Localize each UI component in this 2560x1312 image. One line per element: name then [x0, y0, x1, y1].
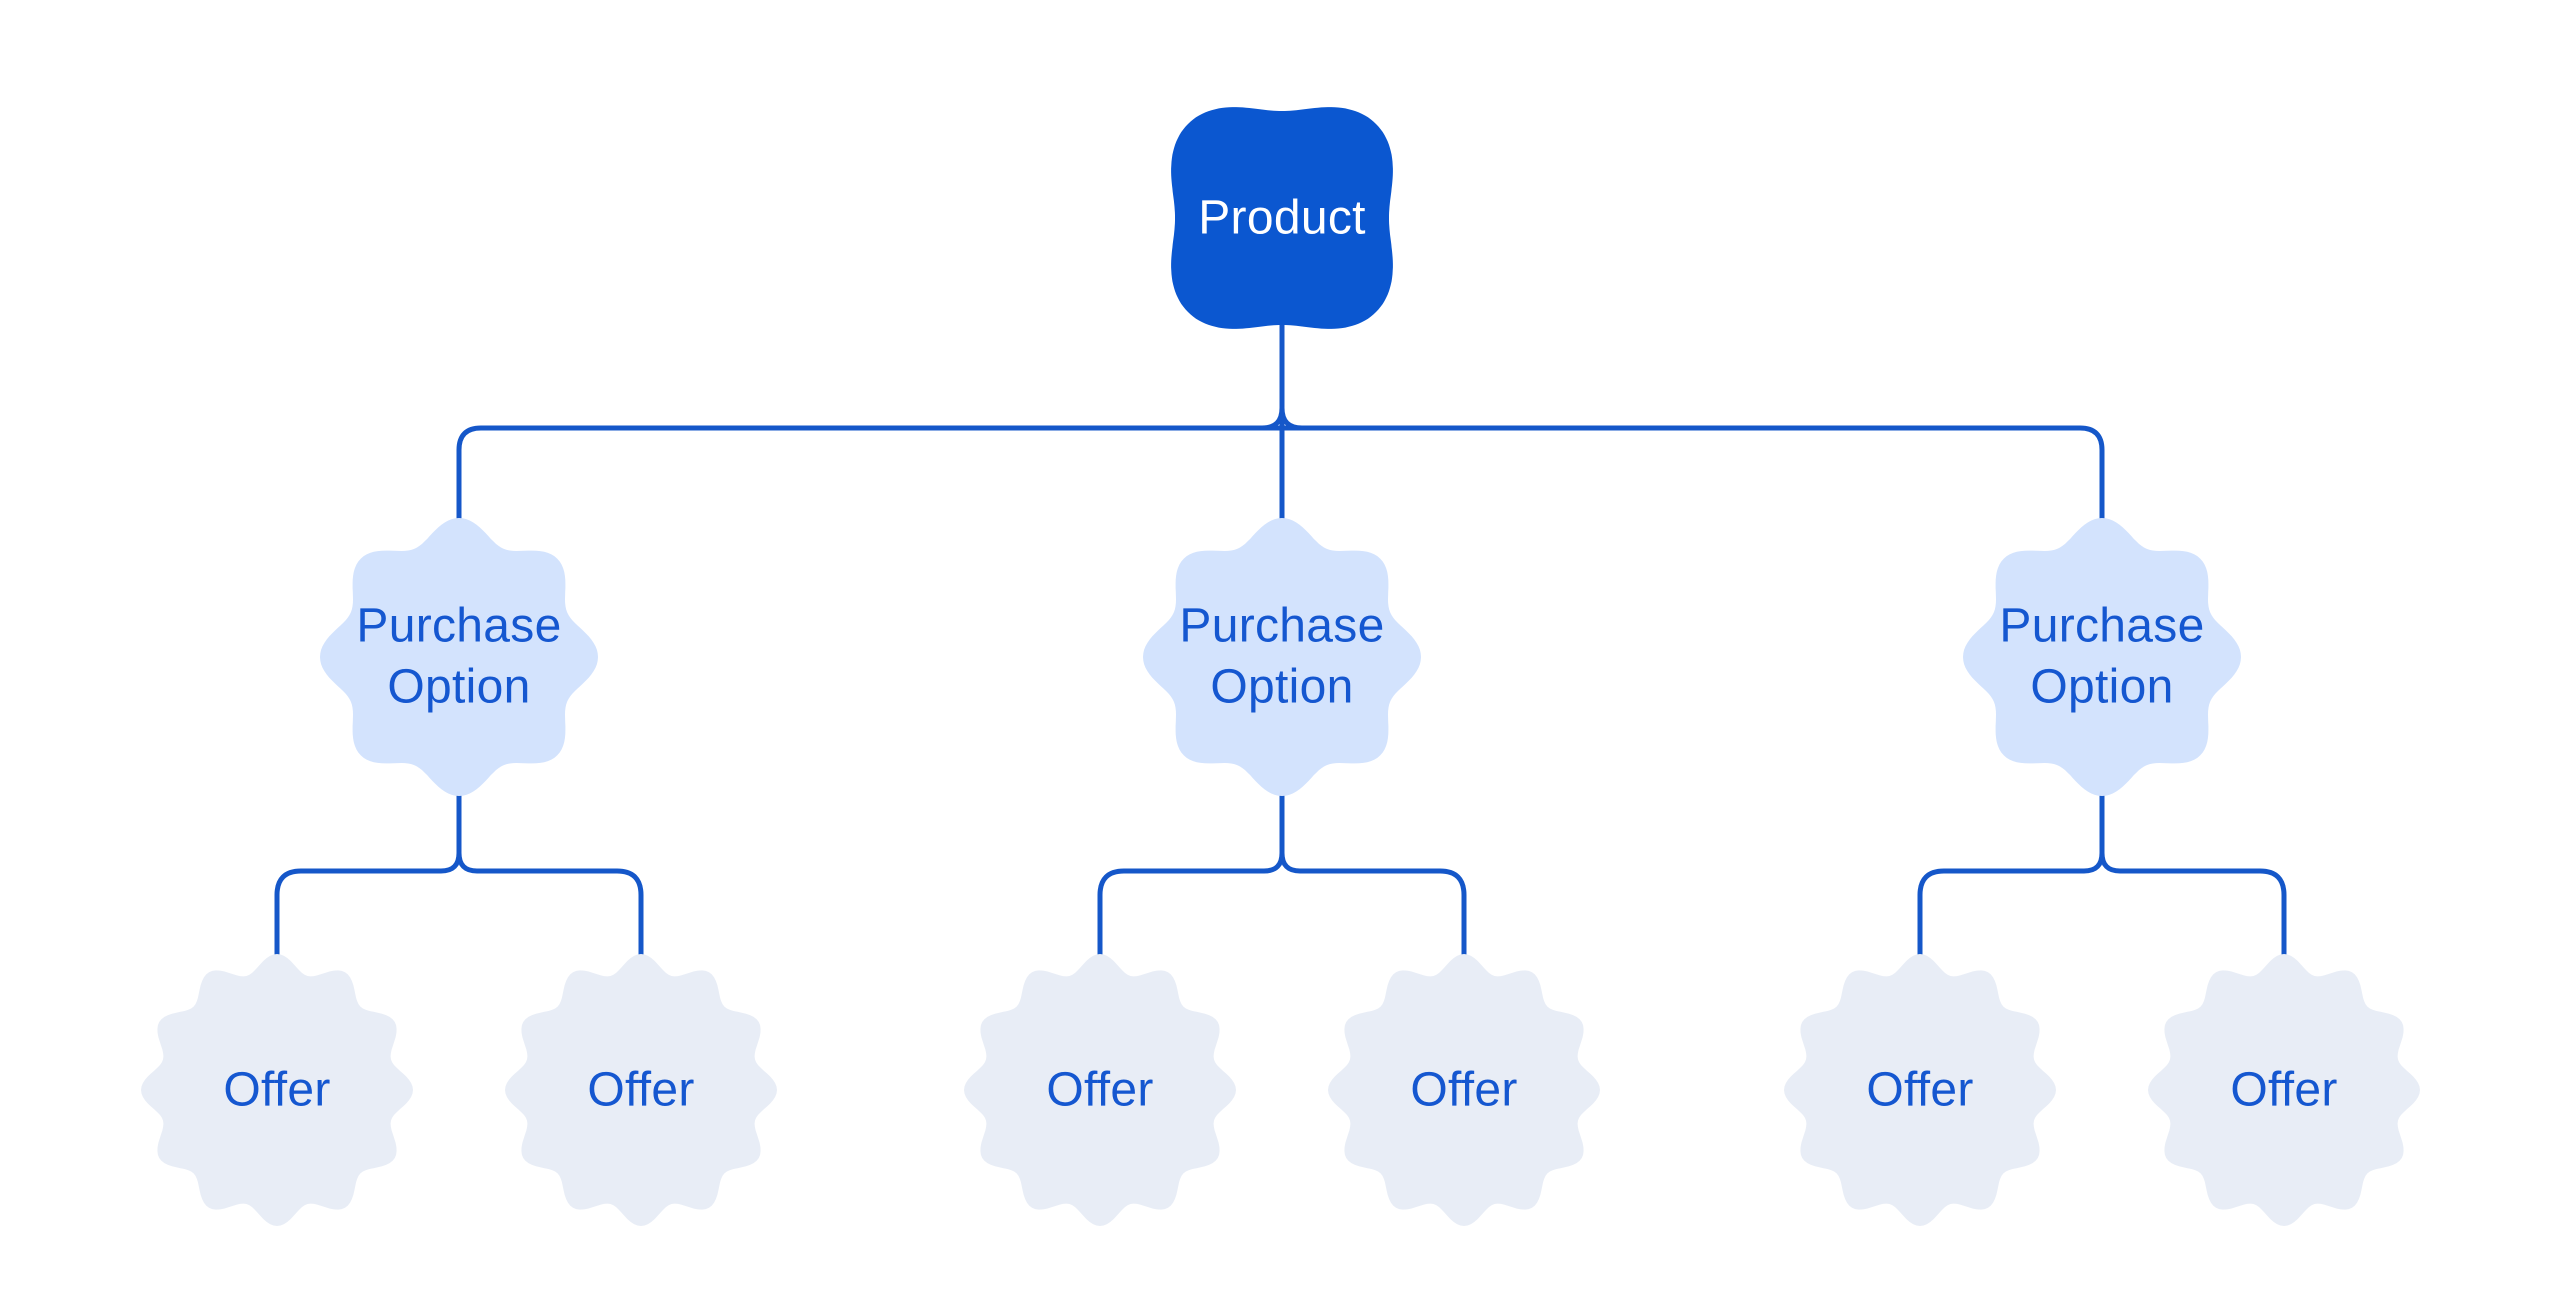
connector-purchase-option-2-to-offer-left — [1097, 787, 1285, 965]
offer-node-shape-5 — [1784, 954, 2056, 1226]
offer-node-shape-1 — [141, 954, 413, 1226]
purchase-option-node-shape-2 — [1143, 518, 1421, 796]
connector-junction-fillet-left — [1259, 405, 1285, 431]
offer-node-shape-4 — [1328, 954, 1600, 1226]
offer-node-shape-6 — [2148, 954, 2420, 1226]
connector-purchase-option-1-to-offer-left — [274, 787, 462, 965]
connector-purchase-option-3-to-offer-right — [2099, 850, 2287, 965]
offer-node-shape-3 — [964, 954, 1236, 1226]
connector-purchase-option-3-to-offer-left — [1917, 787, 2105, 965]
offer-node-shape-2 — [505, 954, 777, 1226]
product-node-shape — [1171, 107, 1393, 329]
purchase-option-node-shape-1 — [320, 518, 598, 796]
connector-junction-fillet-right — [1279, 405, 1305, 431]
purchase-option-node-shape-3 — [1963, 518, 2241, 796]
connector-purchase-option-2-to-offer-right — [1279, 850, 1467, 965]
connector-purchase-option-1-to-offer-right — [456, 850, 644, 965]
